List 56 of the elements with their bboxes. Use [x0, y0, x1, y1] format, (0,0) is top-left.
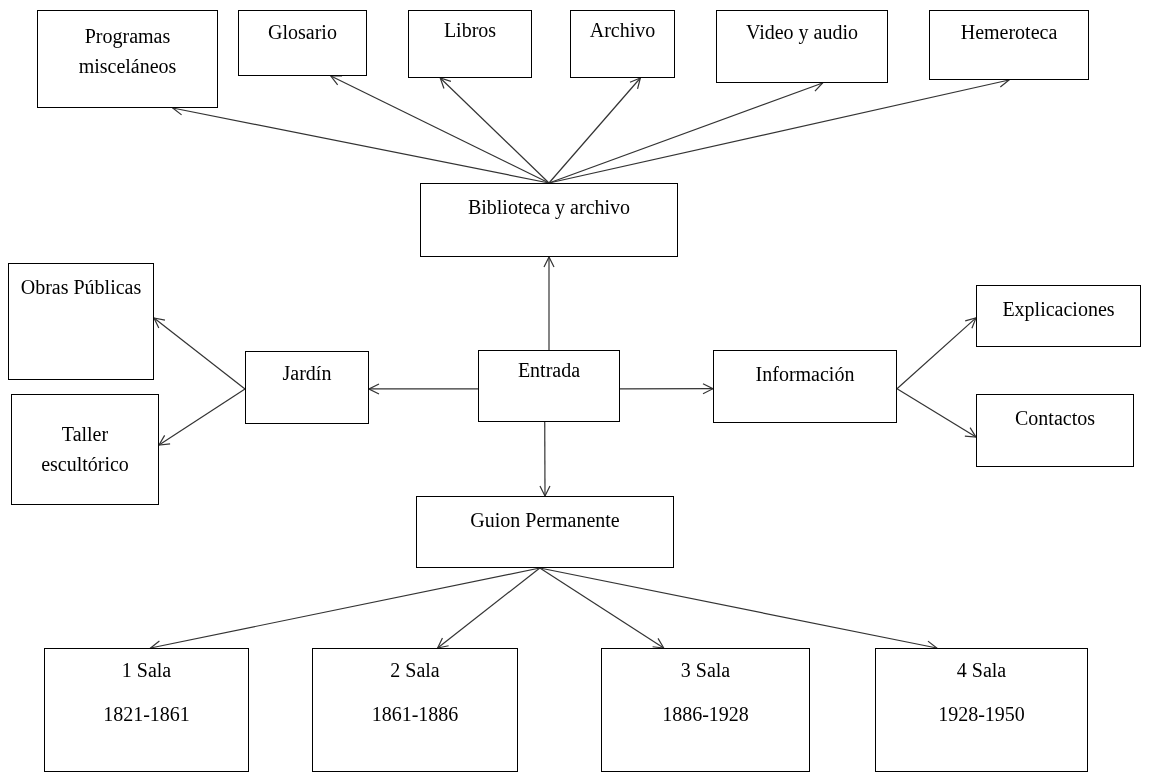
box-label: 2 Sala — [390, 658, 440, 683]
arrow — [896, 317, 977, 390]
process-box — [570, 10, 675, 78]
box-label: Libros — [443, 18, 497, 43]
process-box — [601, 648, 810, 772]
arrow — [330, 75, 550, 184]
process-box — [875, 648, 1088, 772]
process-box — [929, 10, 1089, 80]
box-label: Hemeroteca — [960, 20, 1058, 45]
arrow — [539, 567, 665, 649]
arrow — [439, 77, 550, 184]
arrow — [437, 567, 541, 649]
box-label: Programas misceláneos — [77, 24, 178, 79]
box-label: Información — [755, 362, 855, 387]
arrow — [896, 388, 977, 438]
process-box — [420, 183, 678, 257]
box-label: 1886-1928 — [662, 702, 749, 727]
box-label: Archivo — [589, 18, 656, 43]
arrow — [543, 256, 555, 351]
process-box — [408, 10, 532, 78]
box-label: 4 Sala — [956, 658, 1007, 683]
box-label: Glosario — [268, 20, 337, 45]
box-label: Video y audio — [745, 20, 859, 46]
arrow — [158, 388, 246, 446]
box-label: 3 Sala — [680, 658, 731, 683]
box-label: 1861-1886 — [371, 702, 459, 727]
process-box — [8, 263, 154, 380]
box-label: Taller escultórico — [40, 422, 130, 477]
arrow — [368, 383, 479, 395]
process-box — [716, 10, 888, 83]
box-label: 1928-1950 — [938, 702, 1025, 727]
process-box — [478, 350, 620, 422]
box-label: Obras Públicas — [20, 275, 142, 300]
box-label: Explicaciones — [1002, 297, 1115, 323]
arrow — [539, 421, 551, 497]
box-label: Jardín — [282, 361, 332, 386]
process-box — [976, 394, 1134, 467]
process-box — [312, 648, 518, 772]
box-label: Guion Permanente — [470, 508, 620, 533]
box-label: 1821-1861 — [103, 702, 190, 727]
process-box — [11, 394, 159, 505]
arrow — [548, 81, 824, 184]
box-label: Biblioteca y archivo — [467, 195, 631, 221]
arrow — [619, 383, 714, 395]
process-box — [713, 350, 897, 423]
process-box — [238, 10, 367, 76]
process-box — [245, 351, 369, 424]
box-label: Entrada — [517, 358, 581, 383]
arrow — [548, 77, 641, 184]
arrow — [153, 317, 246, 390]
process-box — [37, 10, 218, 108]
process-box — [416, 496, 674, 568]
process-box — [976, 285, 1141, 347]
process-box — [44, 648, 249, 772]
box-label: 1 Sala — [121, 658, 172, 683]
box-label: Contactos — [1015, 406, 1095, 431]
